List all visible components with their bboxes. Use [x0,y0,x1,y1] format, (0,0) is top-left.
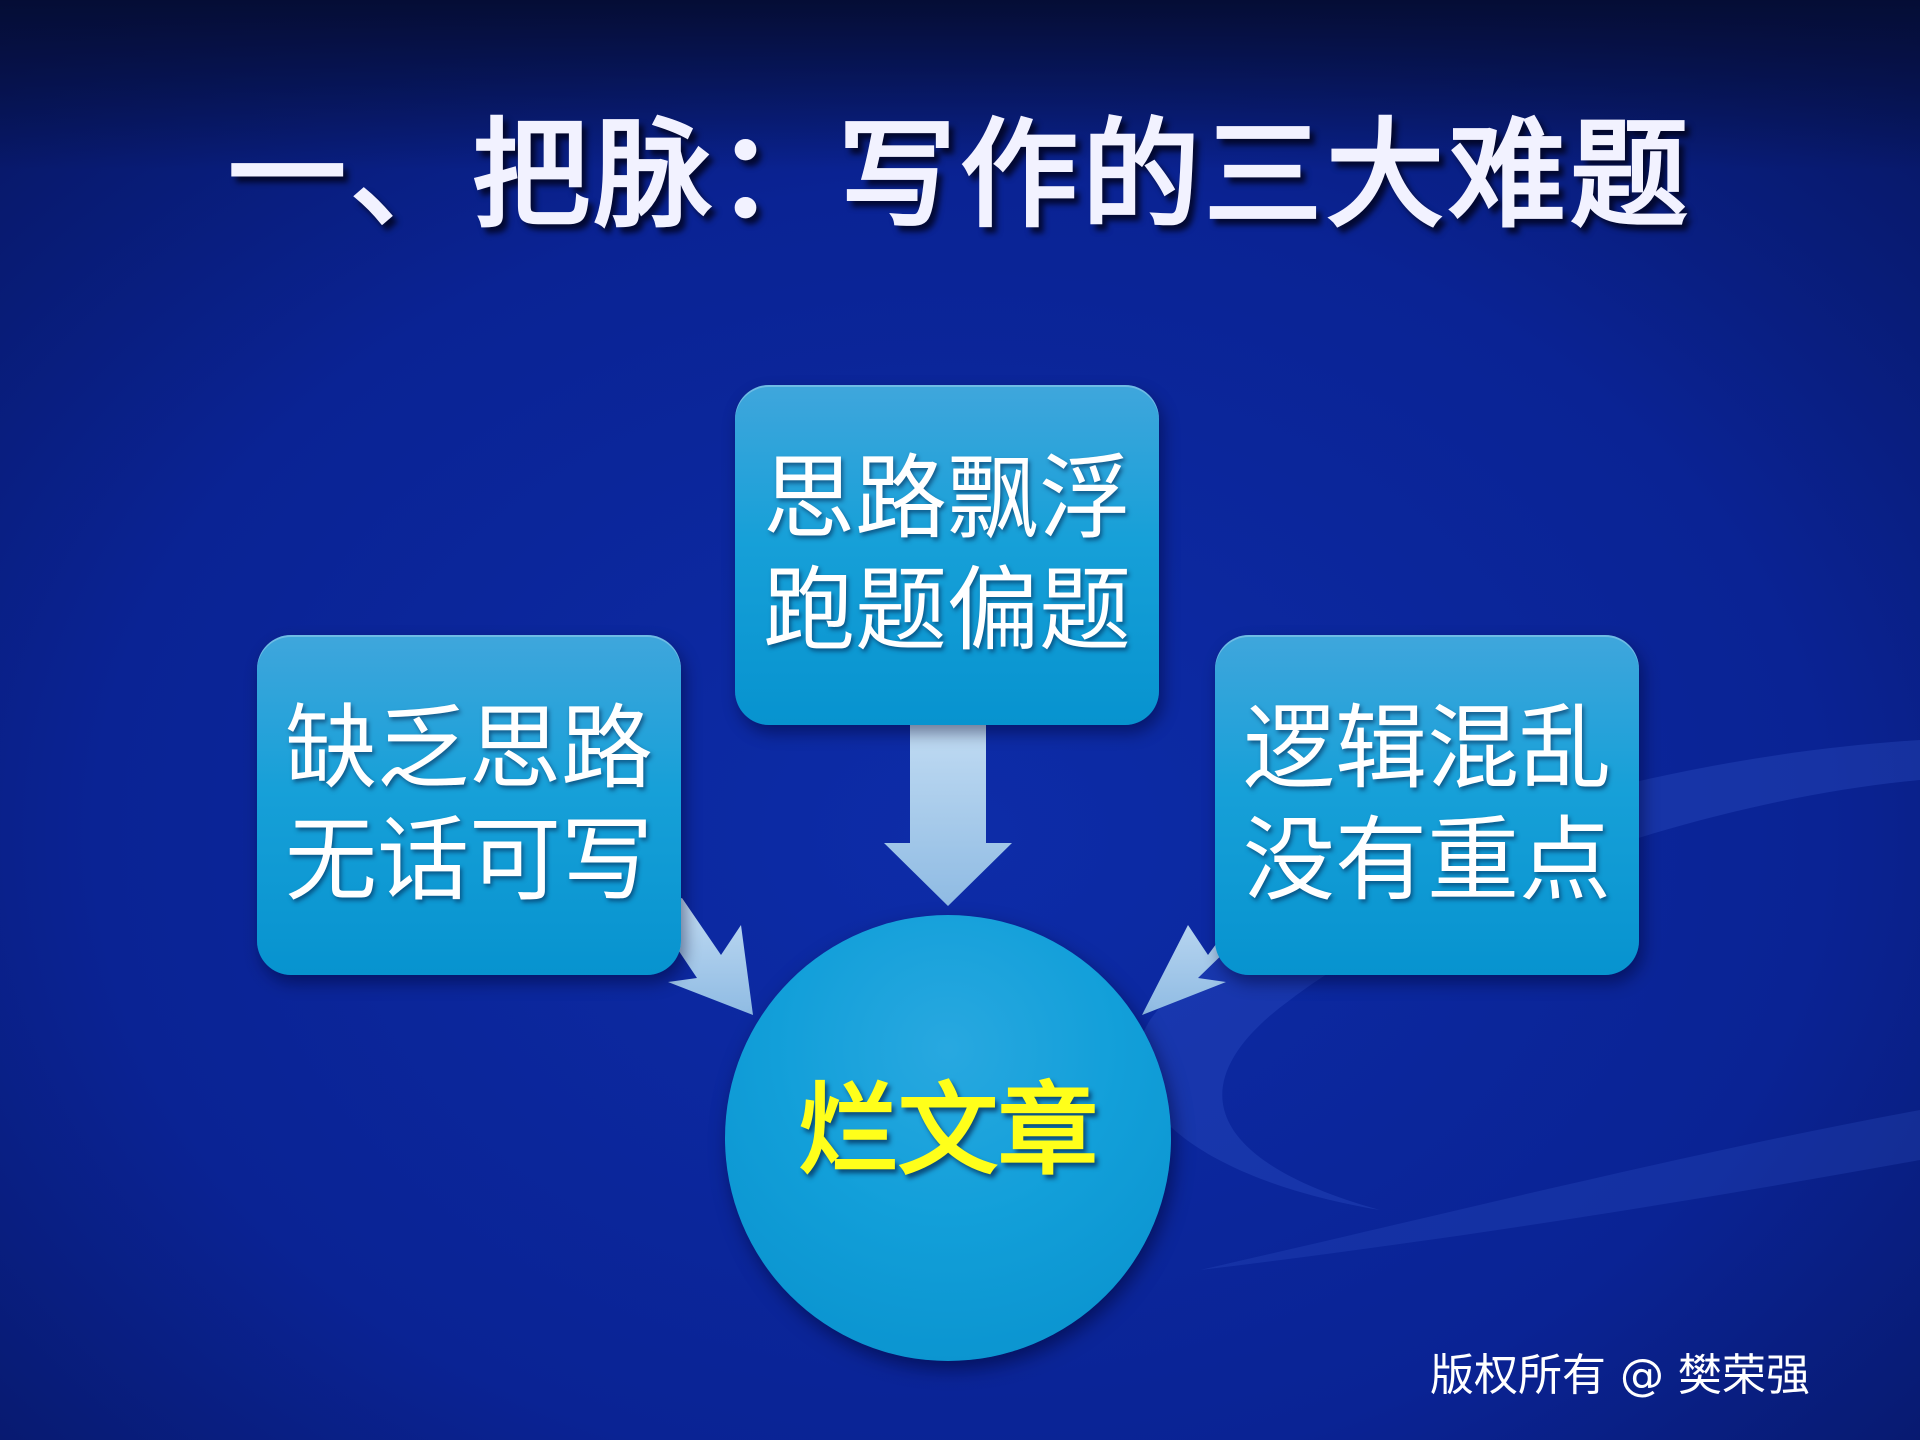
result-circle-label: 烂文章 [798,1071,1098,1189]
problem-box-right-line2: 没有重点 [1242,807,1611,914]
problem-box-right: 逻辑混乱 没有重点 [1215,635,1639,975]
problem-box-right-line1: 逻辑混乱 [1242,695,1611,802]
copyright-notice: 版权所有 @ 樊荣强 [1430,1350,1810,1401]
slide-title: 一、把脉：写作的三大难题 [227,106,1692,244]
problem-box-top: 思路飘浮 跑题偏题 [735,385,1159,725]
result-circle: 烂文章 [725,915,1171,1361]
problem-box-left-line1: 缺乏思路 [284,695,653,802]
problem-box-top-line2: 跑题偏题 [762,557,1131,664]
problem-box-top-line1: 思路飘浮 [762,445,1131,552]
decorative-swoosh-2 [1200,1110,1920,1270]
problem-box-left-line2: 无话可写 [284,807,653,914]
problem-box-left: 缺乏思路 无话可写 [257,635,681,975]
